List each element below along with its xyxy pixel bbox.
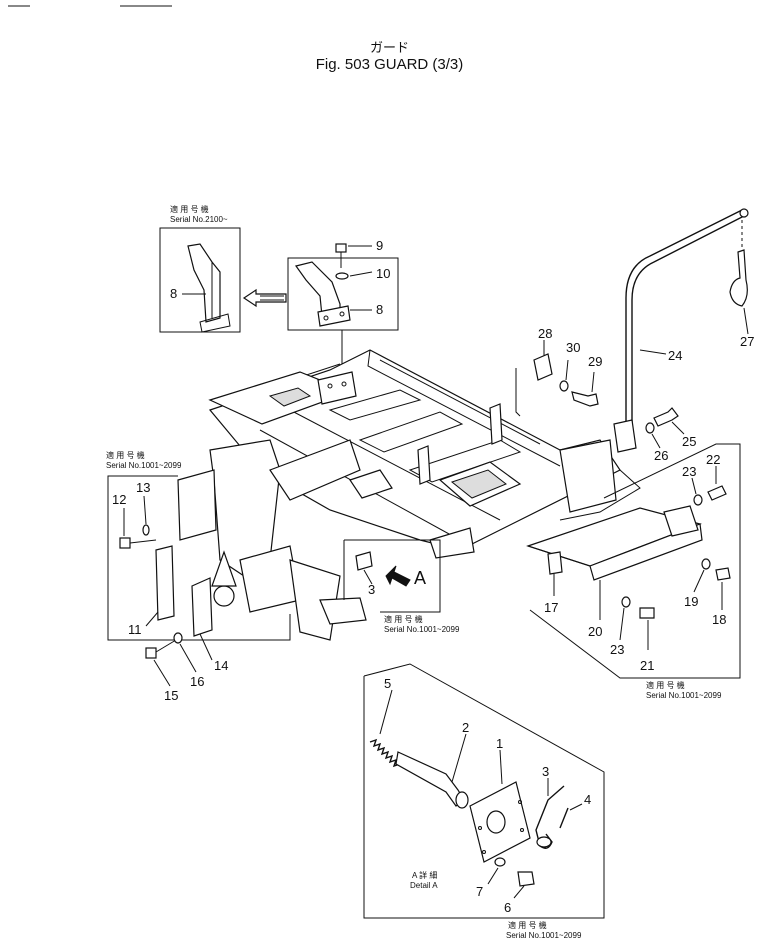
bolt-part	[707, 485, 727, 501]
leader-10	[349, 271, 373, 277]
callout-14: 14	[214, 658, 228, 673]
washer-part	[645, 422, 655, 434]
inset-serial-jp: 適 用 号 機	[106, 450, 145, 460]
inset-left-guard: 適 用 号 機 Serial No.1001~2099 11 12 13 14 …	[106, 450, 291, 703]
detail-label-jp: A 詳 細	[412, 870, 437, 880]
washer-part	[559, 380, 569, 392]
inset-serial-2100: 適 用 号 機 Serial No.2100~ 8	[159, 204, 241, 333]
detail-a: A 詳 細 Detail A 適 用 号 機 Serial No.1001~20…	[363, 663, 605, 940]
guard-plate-part	[191, 577, 213, 637]
inset-serial: Serial No.1001~2099	[106, 461, 182, 470]
callout-15: 15	[164, 688, 178, 703]
callout-5: 5	[384, 676, 391, 691]
callout-28: 28	[538, 326, 552, 341]
guard-bracket-group: 8 9 10	[287, 238, 399, 440]
bracket-part	[533, 353, 553, 381]
callout-24: 24	[668, 348, 682, 363]
washer-part	[335, 272, 349, 280]
washer-part	[701, 558, 711, 570]
cover-part	[355, 551, 373, 571]
washer-part	[173, 632, 183, 644]
guard-bracket-part	[187, 243, 221, 323]
handrail-part	[625, 209, 743, 430]
handrail-group: 24 27 28 30 29 25 26	[515, 208, 754, 463]
figure-header: ガード Fig. 503 GUARD (3/3)	[0, 40, 759, 74]
callout-23: 23	[610, 642, 624, 657]
bolt-part	[639, 607, 655, 619]
guard-bracket-part	[294, 261, 341, 317]
bolt-part	[335, 243, 347, 253]
washer-part	[693, 494, 703, 506]
inset-view-a: 3 A 適 用 号 機 Serial No.1001~2099	[343, 539, 460, 634]
callout-30: 30	[566, 340, 580, 355]
bolt-part	[517, 871, 535, 887]
callout-2: 2	[462, 720, 469, 735]
callout-19: 19	[684, 594, 698, 609]
callout-10: 10	[376, 266, 390, 281]
callout-1: 1	[496, 736, 503, 751]
spring-part	[369, 738, 401, 768]
inset-frame	[159, 227, 241, 333]
figure-title: Fig. 503 GUARD (3/3)	[315, 56, 464, 73]
lever-part	[395, 751, 465, 807]
inset-serial-jp: 適 用 号 機	[384, 614, 423, 624]
inset-serial-jp: 適 用 号 機	[170, 204, 209, 214]
callout-13: 13	[136, 480, 150, 495]
callout-6: 6	[504, 900, 511, 915]
callout-11: 11	[128, 622, 142, 637]
inset-serial: Serial No.1001~2099	[646, 691, 722, 700]
callout-3: 3	[542, 764, 549, 779]
callout-29: 29	[588, 354, 602, 369]
callout-7: 7	[476, 884, 483, 899]
inset-right-step: 適 用 号 機 Serial No.1001~2099 20 17 22 23	[526, 443, 741, 700]
washer-part	[142, 524, 150, 536]
callout-17: 17	[544, 600, 558, 615]
bolt-part	[653, 407, 679, 427]
inset-serial-jp: 適 用 号 機	[646, 680, 685, 690]
washer-part	[621, 596, 631, 608]
callout-18: 18	[712, 612, 726, 627]
main-frame	[177, 349, 641, 641]
inset-serial-jp: 適 用 号 機	[508, 920, 547, 930]
bolt-part	[715, 567, 731, 581]
bolt-part	[145, 647, 157, 659]
inset-serial: Serial No.2100~	[170, 215, 228, 224]
view-label-a: A	[414, 568, 426, 588]
callout-8-inset: 8	[170, 286, 177, 301]
washer-part	[494, 857, 506, 867]
callout-16: 16	[190, 674, 204, 689]
callout-26: 26	[654, 448, 668, 463]
bolt-part	[119, 537, 131, 549]
view-arrow-icon	[385, 565, 411, 587]
bracket-part	[547, 551, 563, 575]
callout-22: 22	[706, 452, 720, 467]
callout-4: 4	[584, 792, 591, 807]
bracket-frame	[287, 257, 399, 331]
figure-title-japanese: ガード	[369, 40, 409, 55]
guard-plate-part	[155, 545, 175, 621]
callout-8: 8	[376, 302, 383, 317]
callout-25: 25	[682, 434, 696, 449]
inset-serial: Serial No.1001~2099	[506, 931, 582, 940]
callout-3: 3	[368, 582, 375, 597]
pin-part	[559, 807, 569, 829]
lanyard-part	[729, 249, 748, 307]
bolt-part	[571, 391, 599, 407]
callout-20: 20	[588, 624, 602, 639]
inset-serial: Serial No.1001~2099	[384, 625, 460, 634]
callout-9: 9	[376, 238, 383, 253]
callout-27: 27	[740, 334, 754, 349]
hook-part	[535, 785, 565, 849]
detail-label: Detail A	[410, 881, 438, 890]
callout-23: 23	[682, 464, 696, 479]
callout-12: 12	[112, 492, 126, 507]
callout-21: 21	[640, 658, 654, 673]
reference-arrow	[242, 288, 287, 308]
